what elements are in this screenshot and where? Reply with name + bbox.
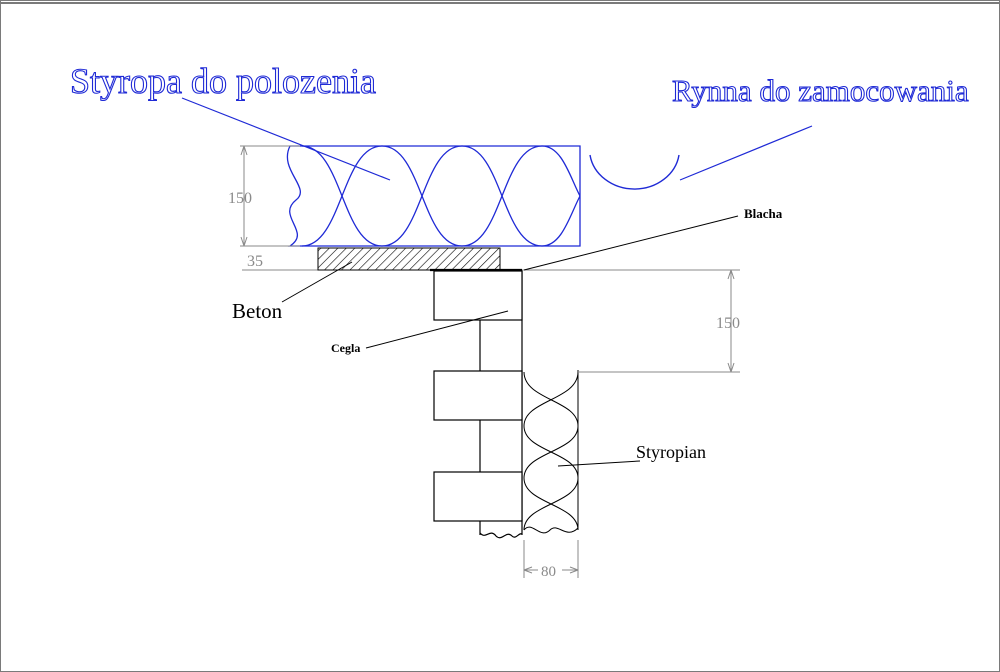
styropian-leader	[557, 460, 641, 467]
styropa-wave-b	[301, 145, 581, 247]
insulation-break	[523, 526, 579, 534]
styropa-title: Styropa do polozenia	[70, 61, 376, 101]
dim-insulation-80: 80	[541, 564, 556, 580]
rynna-gutter	[589, 154, 680, 190]
styropian-insulation	[523, 370, 579, 534]
cegla-leader	[365, 310, 509, 349]
brick	[433, 270, 523, 321]
beton-leader	[281, 261, 353, 303]
styropa-leader	[181, 97, 391, 181]
dim-wall-150: 150	[716, 315, 740, 332]
brick-wall	[433, 270, 523, 535]
rynna-leader	[679, 125, 813, 181]
rynna-title: Rynna do zamocowania	[672, 73, 969, 108]
bottom-dimension	[523, 540, 579, 578]
cegla-label: Cegla	[331, 341, 360, 355]
wall-break-line	[479, 532, 523, 539]
black-leaders	[281, 215, 739, 467]
brick	[433, 471, 523, 522]
blacha-leader	[523, 215, 739, 271]
dim-concrete-35: 35	[247, 253, 263, 270]
dim-slab-150: 150	[228, 190, 252, 207]
styropa-wave-a	[301, 145, 581, 247]
blacha-label: Blacha	[744, 206, 783, 221]
styropa-block	[286, 145, 581, 247]
brick	[433, 370, 523, 421]
right-dimension	[522, 269, 740, 373]
styropian-label: Styropian	[636, 442, 706, 462]
beton-label: Beton	[232, 299, 283, 323]
beton-strip	[317, 247, 501, 271]
left-dimension	[240, 145, 318, 271]
